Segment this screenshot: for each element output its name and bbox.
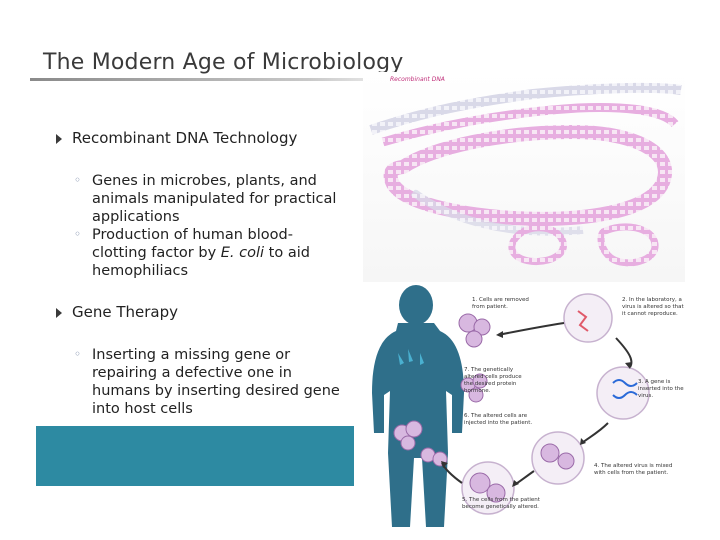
sub-bullet-inserting-gene: Inserting a missing gene or repairing a …	[92, 347, 340, 417]
therapy-step-6: 6. The altered cells are injected into t…	[464, 413, 533, 426]
accent-bar	[36, 426, 354, 486]
sub-bullet-circle-icon: ◦	[74, 227, 82, 241]
recombinant-dna-image	[363, 72, 685, 282]
therapy-step-7: 7. The genetically altered cells produce…	[464, 367, 522, 394]
title-underline	[30, 78, 430, 81]
bullet-arrow-icon	[56, 308, 62, 318]
therapy-step-2: 2. In the laboratory, a virus is altered…	[622, 297, 684, 317]
gene-therapy-drawing	[372, 285, 650, 527]
therapy-step-5: 5. The cells from the patient become gen…	[462, 497, 540, 510]
sub-bullet-circle-icon: ◦	[74, 173, 82, 187]
human-figure-icon	[372, 285, 464, 527]
bullet-arrow-icon	[56, 134, 62, 144]
sub-bullet-clotting-text: Production of human blood-clotting facto…	[92, 227, 310, 279]
sub-bullet-genes: Genes in microbes, plants, and animals m…	[92, 173, 337, 225]
slide-title: The Modern Age of Microbiology	[43, 50, 404, 75]
gene-therapy-image: 1. Cells are removed from patient. 2. In…	[368, 283, 698, 533]
sub-bullet-clotting-factor: Production of human blood-clotting facto…	[92, 226, 342, 280]
therapy-step-4: 4. The altered virus is mixed with cells…	[594, 463, 673, 476]
dna-ribbon-drawing	[369, 82, 682, 267]
bullet-recombinant-dna: Recombinant DNA Technology	[72, 129, 298, 147]
bullet-gene-therapy: Gene Therapy	[72, 303, 179, 321]
dna-image-caption: Recombinant DNA	[390, 76, 445, 83]
therapy-step-3: 3. A gene is inserted into the virus.	[638, 379, 684, 399]
species-name: E. coli	[220, 245, 265, 261]
sub-bullet-circle-icon: ◦	[74, 347, 82, 361]
therapy-step-1: 1. Cells are removed from patient.	[472, 297, 529, 310]
